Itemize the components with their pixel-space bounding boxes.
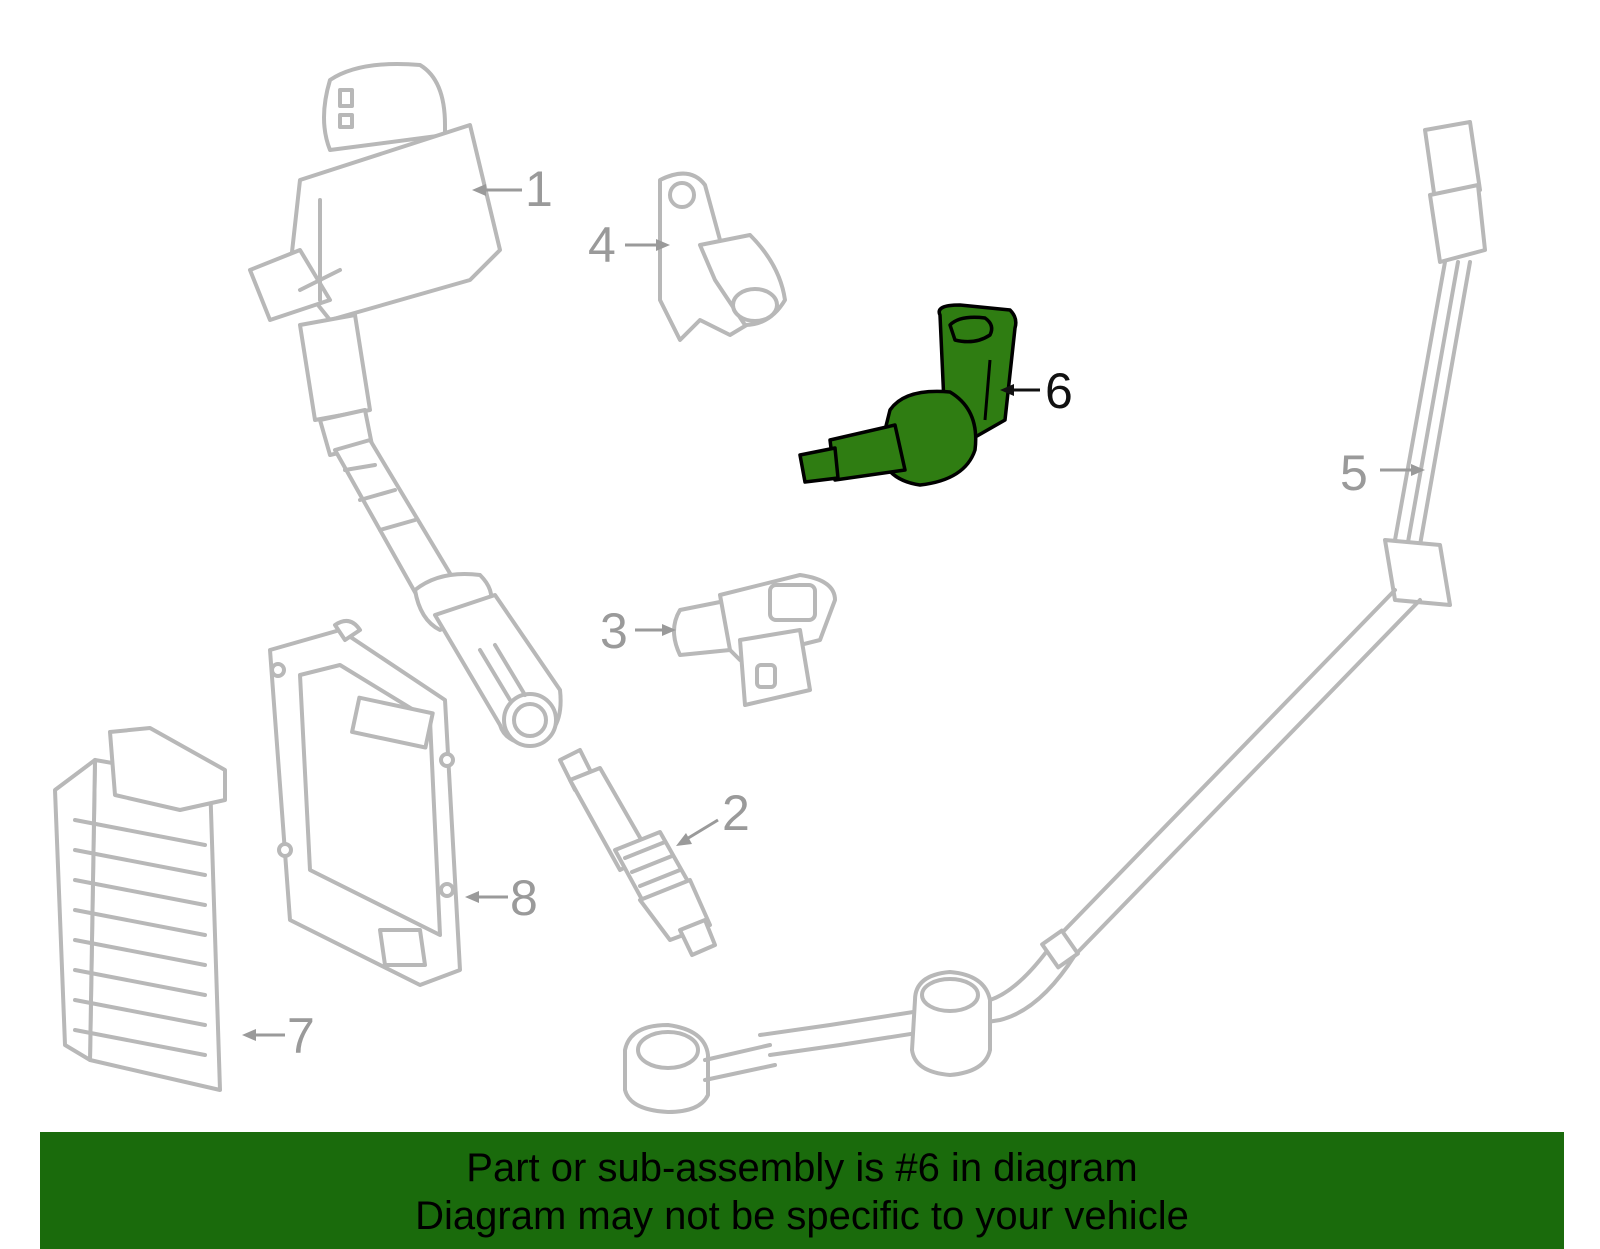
part-6-highlighted-sensor[interactable] <box>798 303 1018 487</box>
part-2-spark-plug[interactable] <box>558 748 717 957</box>
callout-number-5: 5 <box>1340 445 1368 501</box>
banner-line-1: Part or sub-assembly is #6 in diagram <box>466 1146 1138 1190</box>
callout-number-8: 8 <box>510 870 538 926</box>
callout-1: 1 <box>472 161 553 217</box>
callout-number-1: 1 <box>525 161 553 217</box>
callout-number-7: 7 <box>287 1008 315 1064</box>
callout-3: 3 <box>600 603 676 659</box>
callout-6: 6 <box>1000 363 1073 419</box>
banner-line-2: Diagram may not be specific to your vehi… <box>415 1194 1189 1238</box>
callout-7: 7 <box>242 1008 315 1064</box>
callout-8: 8 <box>465 870 538 926</box>
part-7-engine-control-module[interactable] <box>53 726 227 1092</box>
part-4-sensor[interactable] <box>658 171 787 342</box>
callout-5: 5 <box>1340 445 1425 501</box>
callout-number-6: 6 <box>1045 363 1073 419</box>
part-1-ignition-coil[interactable] <box>248 62 563 748</box>
callout-2: 2 <box>676 785 750 846</box>
part-8-ecm-bracket[interactable] <box>268 619 462 987</box>
callout-number-4: 4 <box>588 217 616 273</box>
part-3-sensor[interactable] <box>672 573 837 707</box>
callout-number-2: 2 <box>722 785 750 841</box>
part-5-knock-sensor-harness[interactable] <box>623 120 1487 1114</box>
callout-number-3: 3 <box>600 603 628 659</box>
callout-4: 4 <box>588 217 670 273</box>
info-banner: Part or sub-assembly is #6 in diagram Di… <box>40 1132 1564 1249</box>
